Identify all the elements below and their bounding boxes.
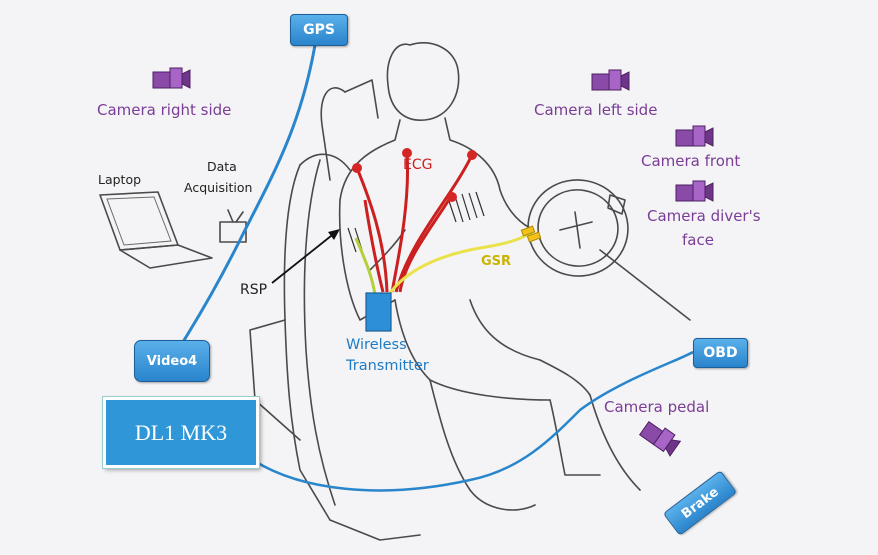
gsr-sensor — [526, 231, 542, 243]
cables — [181, 44, 694, 492]
data-acquisition-label-2: Acquisition — [184, 180, 253, 195]
video4-box: Video4 — [134, 340, 210, 382]
rsp-lead — [354, 237, 377, 296]
data-acquisition-icon — [219, 209, 247, 243]
camera-icon — [675, 125, 714, 147]
ecg-electrode — [467, 150, 477, 160]
ecg-electrode — [447, 192, 457, 202]
data-acquisition-label-1: Data — [207, 159, 237, 174]
camera-icon — [638, 420, 682, 457]
ecg-label: ECG — [403, 157, 433, 173]
steering-wheel-icon — [527, 179, 691, 321]
wireless-transmitter-label-1: Wireless — [346, 337, 407, 353]
dl1-mk3-box: DL1 MK3 — [102, 396, 260, 469]
camera-icon — [675, 180, 714, 202]
gsr-sensor — [520, 225, 536, 237]
camera-pedal-label: Camera pedal — [604, 398, 710, 416]
camera-left-side-label: Camera left side — [534, 101, 658, 119]
driver-body — [338, 41, 641, 511]
gsr-label: GSR — [481, 254, 512, 269]
camera-right-side-label: Camera right side — [97, 101, 232, 119]
camera-driver-face-label-2: face — [682, 231, 714, 249]
camera-icon — [591, 69, 630, 91]
ecg-electrode — [352, 163, 362, 173]
seat-icon — [249, 79, 421, 541]
obd-box: OBD — [693, 338, 748, 368]
gps-box: GPS — [290, 14, 348, 46]
ecg-leads — [352, 148, 477, 293]
rsp-arrow — [271, 229, 340, 284]
camera-driver-face-label-1: Camera diver's — [647, 207, 761, 225]
ecg-electrode — [402, 148, 412, 158]
chest-strap — [347, 191, 485, 253]
camera-front-label: Camera front — [641, 152, 741, 170]
laptop-icon — [99, 191, 213, 269]
camera-icon — [152, 67, 191, 89]
laptop-label: Laptop — [98, 172, 142, 187]
rsp-label: RSP — [240, 282, 268, 298]
gsr-lead — [386, 230, 533, 297]
wireless-transmitter — [365, 292, 392, 332]
wireless-transmitter-label-2: Transmitter — [346, 358, 429, 374]
